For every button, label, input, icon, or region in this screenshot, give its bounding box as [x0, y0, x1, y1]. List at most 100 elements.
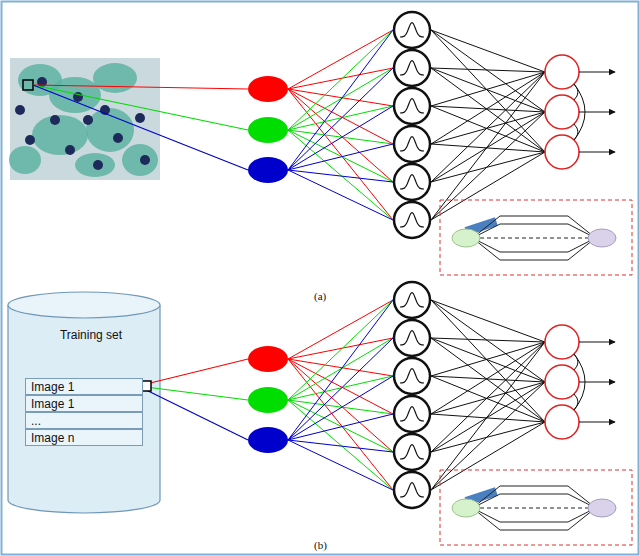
input-neuron [248, 427, 288, 453]
weight-line [288, 338, 393, 440]
cell-nucleus [25, 135, 35, 145]
gaussian-symbol [400, 483, 424, 497]
gaussian-symbol [400, 61, 424, 75]
weight-line [431, 422, 545, 490]
weight-line [288, 440, 393, 490]
weight-line [431, 152, 545, 182]
output-neuron [545, 365, 579, 399]
cell-body [122, 144, 158, 176]
cell-body [75, 153, 115, 177]
gaussian-symbol [400, 293, 424, 307]
pixel-link [138, 386, 248, 440]
source-unit [452, 499, 480, 517]
weight-line [431, 300, 545, 382]
weight-line [431, 376, 545, 382]
image-name: Image n [31, 431, 74, 445]
weight-line [431, 376, 545, 422]
zoom-connection [478, 512, 590, 530]
output-neuron [545, 325, 579, 359]
hidden-neuron [394, 396, 430, 432]
image-row: Image 1 [25, 378, 143, 395]
input-neuron [248, 117, 288, 143]
gaussian-symbol [400, 175, 424, 189]
weight-line [431, 112, 545, 220]
weight-line [288, 130, 393, 144]
hidden-neuron [394, 434, 430, 470]
output-neuron [545, 95, 579, 129]
cell-body [32, 115, 88, 155]
image-name: ... [31, 414, 41, 428]
panel-label: (a) [314, 290, 326, 303]
weight-line [431, 106, 545, 152]
zoom-connection [478, 241, 590, 252]
hidden-neuron [394, 202, 430, 238]
network-panel [138, 282, 632, 545]
weight-line [431, 422, 545, 452]
gaussian-symbol [400, 99, 424, 113]
weight-line [288, 300, 393, 400]
input-neuron [248, 387, 288, 413]
zoom-connection [480, 508, 588, 509]
weight-line [431, 30, 545, 112]
cell-nucleus [65, 145, 75, 155]
cell-body [86, 108, 134, 152]
output-arrow [579, 112, 615, 113]
image-name: Image 1 [31, 397, 74, 411]
weight-line [288, 106, 393, 170]
cell-nucleus [113, 133, 123, 143]
image-row: ... [25, 412, 143, 429]
hidden-neuron [394, 320, 430, 356]
image-row: Image n [25, 429, 143, 446]
zoom-connection [480, 238, 588, 239]
weight-line [431, 338, 545, 382]
weight-line [431, 342, 545, 490]
output-neuron [545, 405, 579, 439]
output-neuron [545, 135, 579, 169]
output-arrow [579, 342, 615, 343]
input-neuron [248, 346, 288, 372]
pixel-link [138, 386, 248, 400]
weight-line [288, 338, 393, 359]
weight-line [288, 170, 393, 182]
cylinder-top [8, 292, 160, 318]
recurrent-arc [574, 354, 585, 410]
weight-line [288, 400, 393, 414]
zoom-connection [478, 494, 590, 505]
zoom-connection [478, 511, 590, 522]
weight-line [288, 89, 393, 182]
pixel-square [23, 80, 33, 90]
gaussian-symbol [400, 137, 424, 151]
gaussian-symbol [400, 23, 424, 37]
recurrent-arc [574, 84, 585, 140]
weight-line [288, 414, 393, 440]
weight-line [288, 130, 393, 220]
zoom-connection [478, 224, 590, 235]
weight-line [431, 338, 545, 422]
weight-line [288, 300, 393, 440]
zoom-connection [478, 216, 590, 234]
cell-body [93, 63, 137, 93]
hidden-neuron [394, 472, 430, 508]
weight-line [431, 30, 545, 72]
micrograph-ground [10, 58, 160, 180]
gaussian-symbol [400, 445, 424, 459]
input-neuron [248, 76, 288, 102]
weight-line [431, 112, 545, 182]
pixel-link [33, 85, 248, 170]
weight-line [431, 106, 545, 112]
weight-line [288, 170, 393, 220]
output-arrow [579, 422, 615, 423]
pixel-link [138, 359, 248, 386]
weight-line [431, 300, 545, 342]
weight-line [288, 400, 393, 490]
weight-line [288, 68, 393, 170]
hidden-neuron [394, 358, 430, 394]
image-name: Image 1 [31, 380, 74, 394]
zoom-box [440, 200, 632, 275]
gaussian-symbol [400, 213, 424, 227]
weight-line [431, 338, 545, 342]
zoom-connection [478, 486, 590, 504]
source-unit [452, 229, 480, 247]
